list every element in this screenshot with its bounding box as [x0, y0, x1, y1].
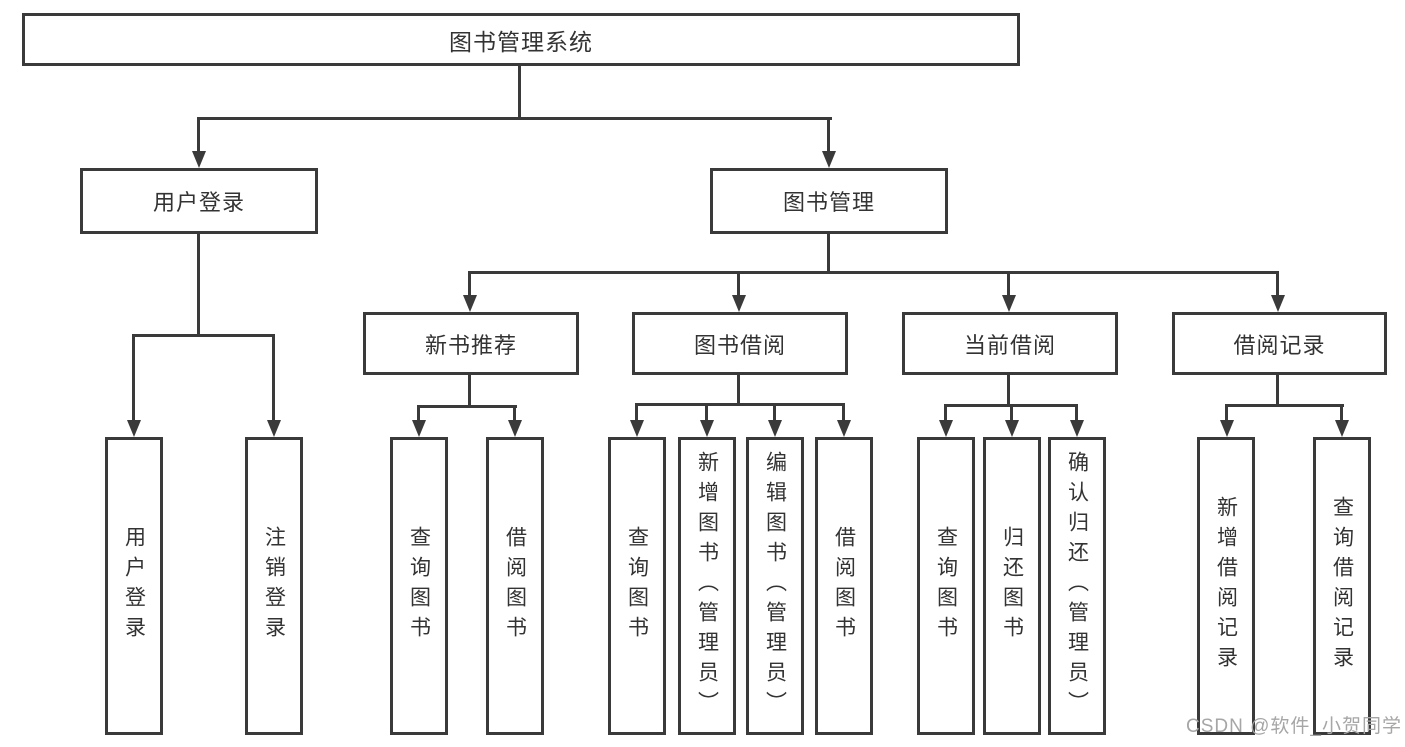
node-leaf-query-books-current-label: 查询图书 [934, 526, 958, 646]
node-leaf-query-books-recommend-label: 查询图书 [407, 526, 431, 646]
node-borrow-records: 借阅记录 [1172, 312, 1387, 375]
connector-line [1075, 404, 1078, 420]
connector-line [842, 403, 845, 420]
connector-line [468, 271, 1279, 274]
arrow-down-icon [732, 295, 746, 312]
connector-line [1340, 404, 1343, 420]
node-leaf-logout: 注销登录 [245, 437, 303, 735]
connector-line [1276, 375, 1279, 406]
node-leaf-query-books-current: 查询图书 [917, 437, 975, 735]
connector-line [272, 334, 275, 422]
node-leaf-query-borrow-record-label: 查询借阅记录 [1330, 496, 1354, 676]
arrow-down-icon [1335, 420, 1349, 437]
node-leaf-edit-books-admin: 编辑图书（管理员） [746, 437, 804, 735]
connector-line [737, 271, 740, 297]
arrow-down-icon [1002, 295, 1016, 312]
node-leaf-borrow-books-recommend: 借阅图书 [486, 437, 544, 735]
connector-line [827, 234, 830, 273]
node-leaf-return-books: 归还图书 [983, 437, 1041, 735]
arrow-down-icon [700, 420, 714, 437]
connector-line [1010, 404, 1013, 420]
node-leaf-add-borrow-record-label: 新增借阅记录 [1214, 496, 1238, 676]
connector-line [1007, 375, 1010, 406]
arrow-down-icon [508, 420, 522, 437]
arrow-down-icon [192, 151, 206, 168]
connector-line [705, 403, 708, 420]
connector-line [737, 375, 740, 405]
connector-line [1225, 404, 1344, 407]
connector-line [518, 66, 521, 118]
node-user-login: 用户登录 [80, 168, 318, 234]
arrow-down-icon [837, 420, 851, 437]
node-new-book-recommend: 新书推荐 [363, 312, 579, 375]
connector-line [944, 404, 947, 420]
connector-line [197, 234, 200, 336]
node-root-label: 图书管理系统 [449, 28, 593, 55]
node-book-borrowing-label: 图书借阅 [693, 332, 786, 358]
connector-line [132, 334, 135, 422]
arrow-down-icon [630, 420, 644, 437]
node-leaf-add-borrow-record: 新增借阅记录 [1197, 437, 1255, 735]
arrow-down-icon [822, 151, 836, 168]
node-new-book-recommend-label: 新书推荐 [424, 332, 517, 358]
connector-line [132, 334, 275, 337]
connector-line [417, 405, 420, 420]
node-leaf-confirm-return-admin-label: 确认归还（管理员） [1065, 451, 1089, 721]
node-leaf-borrow-books: 借阅图书 [815, 437, 873, 735]
connector-line [1225, 404, 1228, 420]
arrow-down-icon [1220, 420, 1234, 437]
node-book-borrowing: 图书借阅 [632, 312, 848, 375]
arrow-down-icon [127, 420, 141, 437]
node-leaf-add-books-admin: 新增图书（管理员） [678, 437, 736, 735]
connector-line [468, 375, 471, 408]
arrow-down-icon [1271, 295, 1285, 312]
connector-line [1007, 271, 1010, 297]
node-borrow-records-label: 借阅记录 [1233, 332, 1326, 358]
arrow-down-icon [939, 420, 953, 437]
connector-line [417, 405, 517, 408]
csdn-watermark: CSDN @软件_小贺同学 [1186, 716, 1402, 737]
node-leaf-add-books-admin-label: 新增图书（管理员） [695, 451, 719, 721]
node-leaf-query-books-borrowing: 查询图书 [608, 437, 666, 735]
connector-line [197, 117, 832, 120]
arrow-down-icon [1005, 420, 1019, 437]
connector-line [827, 117, 830, 152]
arrow-down-icon [1070, 420, 1084, 437]
node-user-login-label: 用户登录 [152, 190, 245, 215]
arrow-down-icon [267, 420, 281, 437]
connector-line [1276, 271, 1279, 297]
connector-line [197, 117, 200, 152]
node-leaf-logout-label: 注销登录 [262, 526, 286, 646]
node-current-borrowing: 当前借阅 [902, 312, 1118, 375]
node-current-borrowing-label: 当前借阅 [963, 332, 1056, 358]
arrow-down-icon [412, 420, 426, 437]
node-root: 图书管理系统 [22, 13, 1020, 66]
connector-line [513, 405, 516, 420]
node-leaf-query-books-borrowing-label: 查询图书 [625, 526, 649, 646]
node-leaf-query-books-recommend: 查询图书 [390, 437, 448, 735]
connector-line [635, 403, 844, 406]
connector-line [635, 403, 638, 420]
node-book-management-label: 图书管理 [782, 190, 875, 215]
node-leaf-user-login: 用户登录 [105, 437, 163, 735]
node-leaf-user-login-label: 用户登录 [122, 526, 146, 646]
node-leaf-borrow-books-recommend-label: 借阅图书 [503, 526, 527, 646]
arrow-down-icon [768, 420, 782, 437]
node-leaf-edit-books-admin-label: 编辑图书（管理员） [763, 451, 787, 721]
node-leaf-return-books-label: 归还图书 [1000, 526, 1024, 646]
node-leaf-confirm-return-admin: 确认归还（管理员） [1048, 437, 1106, 735]
node-leaf-query-borrow-record: 查询借阅记录 [1313, 437, 1371, 735]
connector-line [468, 271, 471, 297]
node-leaf-borrow-books-label: 借阅图书 [832, 526, 856, 646]
node-book-management: 图书管理 [710, 168, 948, 234]
arrow-down-icon [463, 295, 477, 312]
connector-line [773, 403, 776, 420]
